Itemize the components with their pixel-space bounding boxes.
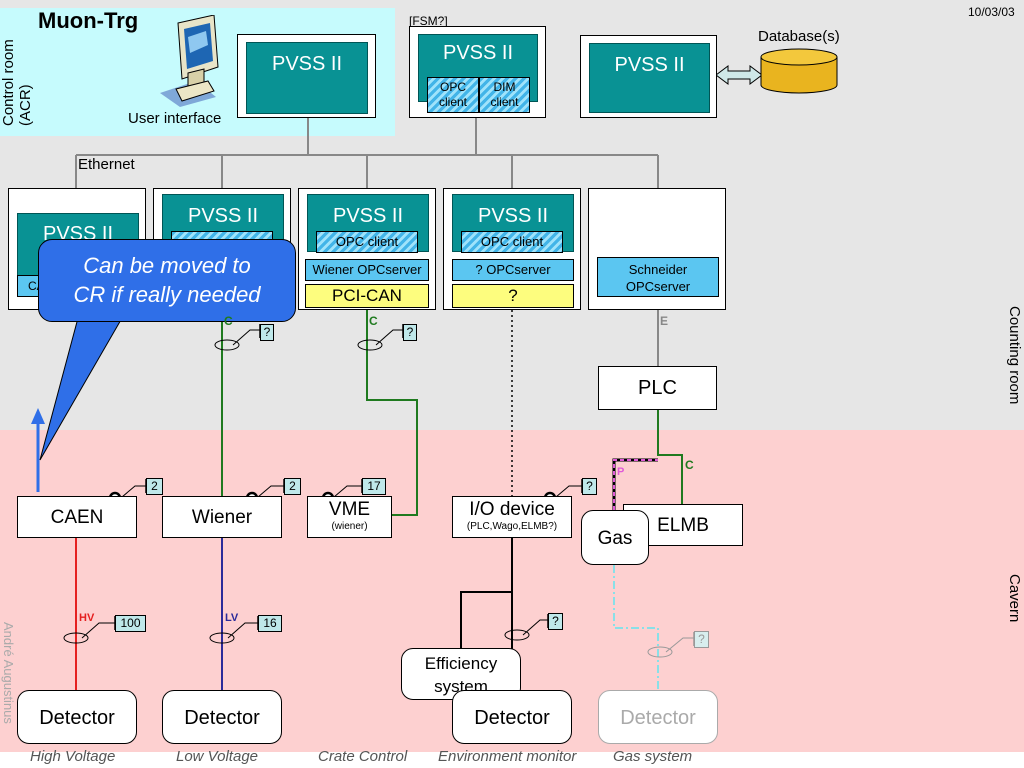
counting-room-text: Counting room: [1006, 306, 1023, 405]
detector-hv[interactable]: Detector: [17, 690, 137, 744]
fsm-dim-client[interactable]: DIM client: [479, 77, 530, 113]
detector-gas[interactable]: Detector: [598, 690, 718, 744]
ethernet-label: Ethernet: [78, 156, 135, 173]
author-text: André Augustinus: [1, 622, 16, 724]
env-opc-client[interactable]: OPC client: [461, 231, 563, 253]
count-tag-env: ?: [548, 613, 563, 630]
vme-label: VME: [328, 499, 371, 520]
count-tag-hv: 100: [115, 615, 146, 632]
count-tag-vme: 17: [362, 478, 386, 495]
count-tag-gas: ?: [694, 631, 709, 648]
column-label-lv: Low Voltage: [176, 748, 259, 765]
fsm-pvss-frame: PVSS II OPC client DIM client: [409, 26, 546, 118]
db-pvss-frame: PVSS II: [580, 35, 717, 118]
link-label-e: E: [660, 314, 669, 328]
fsm-pvss-label: PVSS II: [442, 42, 514, 64]
acr-pvss[interactable]: PVSS II: [246, 42, 368, 114]
fsm-opc-client[interactable]: OPC client: [427, 77, 479, 113]
wiener-opc-server[interactable]: Wiener OPCserver: [305, 259, 429, 281]
fsm-tag: [FSM?]: [409, 14, 448, 28]
efficiency-line1: Efficiency: [424, 654, 498, 673]
caen-device[interactable]: CAEN: [17, 496, 137, 538]
user-interface-label: User interface: [128, 110, 222, 127]
count-tag-vme-c: ?: [403, 324, 417, 341]
link-label-c-vme: C: [369, 314, 378, 328]
link-label-c-plc: C: [685, 458, 694, 472]
unknown-opc-server[interactable]: ? OPCserver: [452, 259, 574, 281]
computer-icon: [158, 15, 220, 107]
database-icon[interactable]: [760, 48, 838, 94]
database-label: Database(s): [758, 28, 840, 45]
callout-line2: CR if really needed: [73, 282, 261, 307]
io-device[interactable]: I/O device (PLC,Wago,ELMB?): [452, 496, 572, 538]
count-tag-lv: 16: [258, 615, 282, 632]
vme-sublabel: (wiener): [331, 521, 368, 532]
link-label-lv: LV: [225, 612, 239, 624]
link-label-c-wiener: C: [224, 314, 233, 328]
unknown-bus[interactable]: ?: [452, 284, 574, 308]
link-label-p: P: [617, 466, 625, 478]
schneider-opc-server[interactable]: Schneider OPCserver: [597, 257, 719, 297]
fsm-dim-client-label: DIM client: [490, 80, 519, 109]
count-tag-io: ?: [582, 478, 597, 495]
acr-pvss-frame: PVSS II: [237, 34, 376, 118]
io-label: I/O device: [469, 499, 555, 520]
schneider-line1: Schneider: [628, 262, 688, 277]
control-room-line1: Control room: [0, 39, 17, 126]
count-tag-caen: 2: [146, 478, 163, 495]
callout-note: Can be moved to CR if really needed: [38, 239, 296, 322]
crate-opc-client[interactable]: OPC client: [316, 231, 418, 253]
gas-server-frame: Schneider OPCserver: [588, 188, 726, 310]
date-label: 10/03/03: [968, 5, 1015, 19]
env-server-frame: PVSS II OPC client ? OPCserver ?: [443, 188, 581, 310]
page-title: Muon-Trg: [38, 8, 139, 33]
detector-lv[interactable]: Detector: [162, 690, 282, 744]
column-label-gas: Gas system: [613, 748, 693, 765]
column-label-crate: Crate Control: [318, 748, 408, 765]
schneider-line2: OPCserver: [625, 279, 691, 294]
crate-server-frame: PVSS II OPC client Wiener OPCserver PCI-…: [298, 188, 436, 310]
control-room-line2: (ACR): [17, 84, 34, 126]
db-pvss[interactable]: PVSS II: [589, 43, 710, 113]
link-label-hv: HV: [79, 612, 95, 624]
gas-device[interactable]: Gas: [581, 510, 649, 565]
count-tag-wiener: 2: [284, 478, 301, 495]
cavern-text: Cavern: [1006, 574, 1023, 623]
plc-node[interactable]: PLC: [598, 366, 717, 410]
vme-device[interactable]: VME (wiener): [307, 496, 392, 538]
column-label-hv: High Voltage: [30, 748, 116, 765]
wiener-device[interactable]: Wiener: [162, 496, 282, 538]
callout-line1: Can be moved to: [83, 253, 251, 278]
pci-can[interactable]: PCI-CAN: [305, 284, 429, 308]
count-tag-wiener-c: ?: [260, 324, 274, 341]
fsm-opc-client-label: OPC client: [438, 80, 467, 109]
io-sublabel: (PLC,Wago,ELMB?): [466, 521, 558, 532]
detector-env[interactable]: Detector: [452, 690, 572, 744]
column-label-env: Environment monitor: [438, 748, 577, 765]
